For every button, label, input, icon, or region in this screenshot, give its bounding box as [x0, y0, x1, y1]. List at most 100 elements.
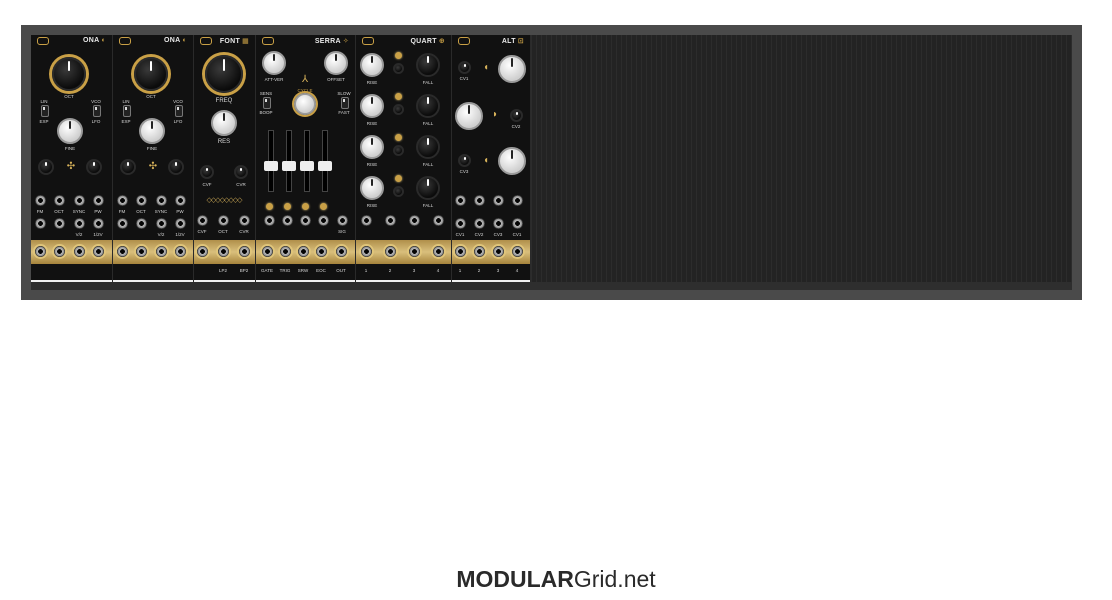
mini-knob[interactable] [393, 63, 404, 74]
fall-knob[interactable] [416, 94, 440, 118]
cv-jack[interactable] [512, 195, 523, 206]
modulargrid-logo[interactable]: MODULARGrid.net [0, 566, 1112, 593]
cv-jack[interactable] [493, 195, 504, 206]
offset-knob[interactable] [324, 51, 348, 75]
vco-lfo-switch[interactable] [175, 105, 183, 117]
fine-knob[interactable] [57, 118, 83, 144]
envelope-output-jack[interactable] [433, 246, 444, 257]
out-jack[interactable] [336, 246, 347, 257]
oct-knob[interactable] [52, 57, 86, 91]
sig-jack[interactable] [337, 215, 348, 226]
pw-amount-knob[interactable] [86, 159, 102, 175]
cv-attenuator-knob[interactable] [458, 154, 471, 167]
att-ver-knob[interactable] [262, 51, 286, 75]
stage-jack[interactable] [318, 215, 329, 226]
cvr-knob[interactable] [234, 165, 248, 179]
res-knob[interactable] [211, 110, 237, 136]
eoc-jack[interactable] [316, 246, 327, 257]
stage-jack[interactable] [264, 215, 275, 226]
fm-jack[interactable] [117, 195, 128, 206]
stage-fader[interactable] [300, 130, 314, 192]
level-knob[interactable] [498, 55, 526, 83]
trigger-jack[interactable] [433, 215, 444, 226]
cv-jack[interactable] [74, 218, 85, 229]
output-jack[interactable] [74, 246, 85, 257]
cv-jack[interactable] [93, 218, 104, 229]
fm-amount-knob[interactable] [38, 159, 54, 175]
level-knob[interactable] [455, 102, 483, 130]
fall-knob[interactable] [416, 176, 440, 200]
module-serra[interactable]: SERRA✧ ATT-VER OFFSET ⅄ SENS BOOP CYCLE … [256, 35, 356, 290]
rise-knob[interactable] [360, 135, 384, 159]
stage-jack[interactable] [282, 215, 293, 226]
oct-jack[interactable] [136, 195, 147, 206]
oct-knob[interactable] [134, 57, 168, 91]
stage-fader[interactable] [264, 130, 278, 192]
oct-jack[interactable] [54, 195, 65, 206]
cv-jack[interactable] [117, 218, 128, 229]
cv-jack[interactable] [156, 218, 167, 229]
rise-knob[interactable] [360, 94, 384, 118]
fm-jack[interactable] [35, 195, 46, 206]
freq-knob[interactable] [205, 55, 243, 93]
rise-knob[interactable] [360, 53, 384, 77]
cv-jack[interactable] [136, 218, 147, 229]
output-jack[interactable] [493, 246, 504, 257]
output-jack[interactable] [175, 246, 186, 257]
output-jack[interactable] [93, 246, 104, 257]
output-jack[interactable] [156, 246, 167, 257]
empty-rack-space[interactable] [531, 35, 1072, 290]
cv-input-jack[interactable] [474, 218, 485, 229]
cv-jack[interactable] [455, 195, 466, 206]
cv-jack[interactable] [54, 218, 65, 229]
input-jack[interactable] [197, 246, 208, 257]
cv-jack[interactable] [175, 218, 186, 229]
rise-knob[interactable] [360, 176, 384, 200]
output-jack[interactable] [35, 246, 46, 257]
output-jack[interactable] [474, 246, 485, 257]
gate-jack[interactable] [262, 246, 273, 257]
lin-exp-switch[interactable] [123, 105, 131, 117]
pw-jack[interactable] [175, 195, 186, 206]
level-knob[interactable] [498, 147, 526, 175]
output-jack[interactable] [117, 246, 128, 257]
oct-jack[interactable] [218, 215, 229, 226]
cv-input-jack[interactable] [493, 218, 504, 229]
cvf-knob[interactable] [200, 165, 214, 179]
sync-jack[interactable] [156, 195, 167, 206]
stage-fader[interactable] [318, 130, 332, 192]
cycle-button[interactable] [294, 93, 316, 115]
vco-lfo-switch[interactable] [93, 105, 101, 117]
trigger-jack[interactable] [409, 215, 420, 226]
trigger-jack[interactable] [361, 215, 372, 226]
mini-knob[interactable] [393, 104, 404, 115]
cv-jack[interactable] [35, 218, 46, 229]
fall-knob[interactable] [416, 135, 440, 159]
output-jack[interactable] [54, 246, 65, 257]
mini-knob[interactable] [393, 186, 404, 197]
cvf-jack[interactable] [197, 215, 208, 226]
stage-jack[interactable] [300, 215, 311, 226]
lp2-output-jack[interactable] [218, 246, 229, 257]
module-ona-2[interactable]: ONA◐ OCT LIN EXP VCO LFO FINE ✣ FM OCT S… [113, 35, 194, 290]
fall-knob[interactable] [416, 53, 440, 77]
cv-jack[interactable] [474, 195, 485, 206]
pw-jack[interactable] [93, 195, 104, 206]
module-alt[interactable]: ALT⊡ CV1 ◖ ◗ CV2 CV3 ◖ CV1 CV2 CV3 CV1 [452, 35, 531, 290]
module-ona-1[interactable]: ONA◐ OCT LIN EXP VCO LFO FINE ✣ FM OCT S… [31, 35, 113, 290]
lin-exp-switch[interactable] [41, 105, 49, 117]
output-jack[interactable] [455, 246, 466, 257]
bp2-output-jack[interactable] [239, 246, 250, 257]
speed-switch[interactable] [341, 97, 349, 109]
output-jack[interactable] [512, 246, 523, 257]
fm-amount-knob[interactable] [120, 159, 136, 175]
cv-attenuator-knob[interactable] [510, 109, 523, 122]
stage-fader[interactable] [282, 130, 296, 192]
cvr-jack[interactable] [239, 215, 250, 226]
cv-input-jack[interactable] [455, 218, 466, 229]
envelope-output-jack[interactable] [409, 246, 420, 257]
sync-jack[interactable] [74, 195, 85, 206]
mini-knob[interactable] [393, 145, 404, 156]
trigger-jack[interactable] [385, 215, 396, 226]
output-jack[interactable] [136, 246, 147, 257]
